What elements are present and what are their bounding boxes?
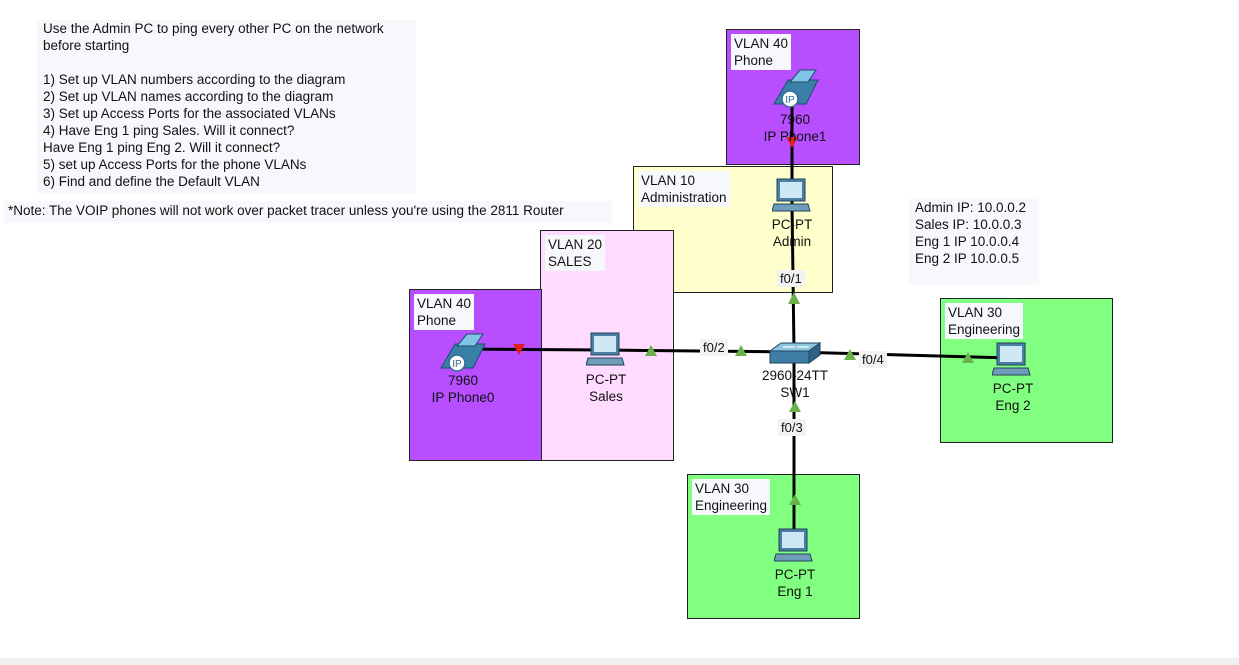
instructions-note: Use the Admin PC to ping every other PC … [37,20,416,193]
link-up-indicator [962,352,974,363]
ip-note: Admin IP: 10.0.0.2 Sales IP: 10.0.0.3 En… [909,199,1039,285]
ip-badge-text: IP [785,95,795,106]
area-label: VLAN 30 Engineering [945,303,1024,339]
device-label-eng2: PC-PT Eng 2 [992,381,1034,413]
ip-phone-icon[interactable]: IP [437,332,489,372]
device-label-ip-phone1: 7960 IP Phone1 [763,112,827,144]
port-label-f04: f0/4 [859,351,887,368]
device-label-switch: 2960-24TT SW1 [761,368,829,400]
pc-icon[interactable] [774,528,814,564]
device-label-eng1: PC-PT Eng 1 [774,567,816,599]
device-label-sales: PC-PT Sales [585,372,627,404]
link-up-indicator [789,401,801,412]
device-label-ip-phone0: 7960 IP Phone0 [431,373,495,405]
switch-icon[interactable] [769,341,821,367]
link-switch-eng2[interactable] [793,350,1011,360]
area-label: VLAN 20 SALES [545,235,606,271]
port-label-f03: f0/3 [778,419,806,436]
link-up-indicator [789,494,801,505]
ip-badge-text: IP [452,359,462,370]
link-up-indicator [844,349,856,360]
bottom-scroll-bar[interactable] [0,658,1239,665]
footnote: *Note: The VOIP phones will not work ove… [4,201,612,223]
area-label: VLAN 40 Phone [414,294,475,330]
ip-phone-icon[interactable]: IP [770,68,822,108]
link-down-indicator [513,344,525,355]
area-eng1[interactable]: VLAN 30 Engineering [687,474,860,619]
pc-icon[interactable] [586,332,626,368]
link-up-indicator [645,345,657,356]
area-label: VLAN 40 Phone [731,34,792,70]
area-label: VLAN 10 Administration [638,171,730,207]
area-label: VLAN 30 Engineering [692,479,771,515]
link-switch-sales[interactable] [604,348,795,354]
port-label-f02: f0/2 [700,339,728,356]
pc-icon[interactable] [772,178,812,214]
link-sales-phone0[interactable] [462,347,606,352]
pc-icon[interactable] [992,342,1032,378]
area-phone-left[interactable]: VLAN 40 Phone [409,289,542,461]
device-label-admin: PC-PT Admin [771,217,813,249]
port-label-f01: f0/1 [777,270,805,287]
link-up-indicator [735,345,747,356]
link-up-indicator [788,292,800,304]
link-down-indicator [786,137,798,148]
